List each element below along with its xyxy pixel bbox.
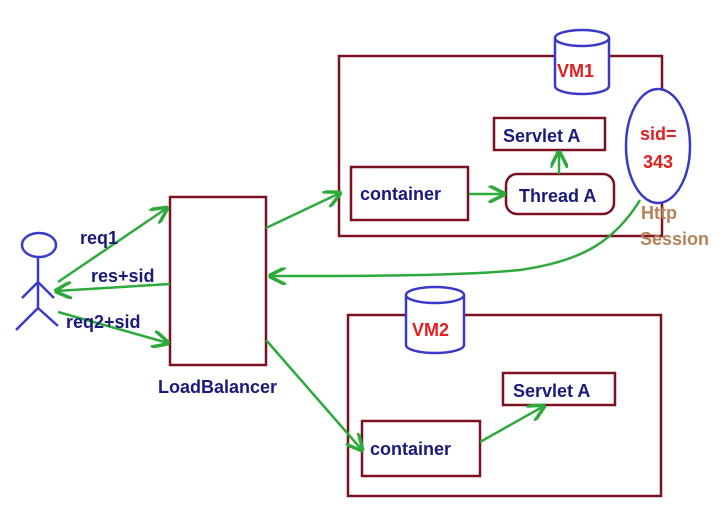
arrow-req2-sid	[57, 310, 168, 343]
user-leg-right	[37, 307, 59, 327]
vm2-cylinder-icon	[404, 285, 466, 355]
user-figure	[15, 231, 59, 331]
load-balancer-label: LoadBalancer	[158, 377, 277, 397]
arrow-lb-to-vm1	[265, 193, 340, 230]
user-arm-left	[21, 281, 39, 299]
vm2-box	[346, 313, 663, 498]
user-arm-right	[37, 281, 55, 299]
vm1-servlet-box	[492, 116, 607, 152]
vm1-cylinder-icon	[553, 28, 611, 96]
arrow-res-sid	[56, 284, 171, 291]
vm1-container-box	[349, 165, 470, 222]
vm2-container-label: container	[370, 439, 451, 459]
vm2-servlet-label: Servlet A	[513, 381, 590, 401]
vm1-servlet-label: Servlet A	[503, 126, 580, 146]
http-session-ellipse	[624, 87, 692, 205]
label-res-sid: res+sid	[91, 266, 155, 286]
vm2-label: VM2	[412, 320, 449, 340]
load-balancer-box	[168, 195, 268, 367]
vm1-label: VM1	[557, 61, 594, 81]
arrow-vm2-container-to-servlet	[479, 406, 544, 444]
vm1-thread-label: Thread A	[519, 186, 596, 206]
label-req2-sid: req2+sid	[66, 312, 141, 332]
http-session-label-line2: Session	[640, 229, 709, 249]
user-leg-left	[15, 307, 39, 331]
vm1-container-label: container	[360, 184, 441, 204]
session-id-line2: 343	[643, 152, 673, 172]
label-req1: req1	[80, 228, 118, 248]
arrow-lb-to-vm2	[265, 339, 362, 450]
session-id-line1: sid=	[640, 124, 677, 144]
arrow-session-to-lb	[270, 199, 642, 276]
vm2-servlet-box	[501, 371, 617, 407]
arrow-req1	[57, 208, 167, 284]
http-session-label-line1: Http	[641, 203, 677, 223]
user-head	[20, 231, 58, 259]
